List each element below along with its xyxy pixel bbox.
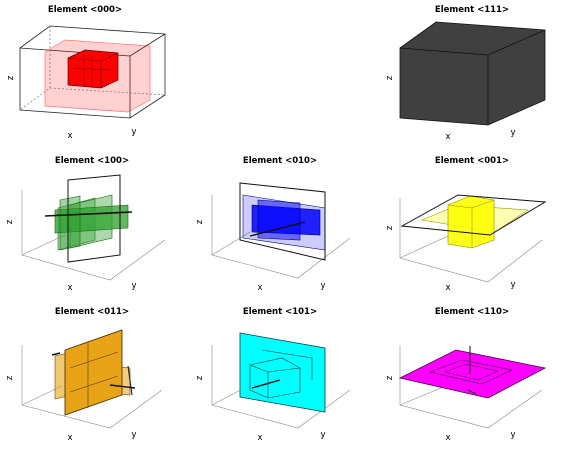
x-axis-label: x	[257, 283, 262, 293]
panel-title: Element <010>	[243, 156, 317, 166]
panel-title: Element <111>	[435, 5, 509, 15]
axes-frame	[399, 345, 543, 429]
x-axis-label: x	[257, 433, 262, 443]
panel-title: Element <001>	[435, 156, 509, 166]
panel-element-000: Element <000> z x y	[6, 5, 166, 141]
axes-frame	[399, 198, 543, 283]
panel-element-101: Element <101> z x y	[195, 307, 351, 443]
x-axis-label: x	[445, 283, 450, 293]
panel-element-111: Element <111> z x y	[385, 5, 546, 142]
cyan-cut-plane	[239, 332, 326, 413]
panel-title: Element <011>	[55, 307, 129, 317]
z-axis-label: z	[385, 375, 395, 380]
orange-cut-plane	[64, 329, 123, 416]
y-axis-label: y	[320, 281, 325, 291]
panel-title: Element <100>	[55, 156, 129, 166]
panel-element-001: Element <001> z x y	[385, 156, 547, 293]
green-plates	[54, 194, 129, 251]
cut-axis-lines	[51, 352, 136, 396]
yellow-plates	[420, 195, 529, 249]
z-axis-label: z	[385, 225, 395, 230]
panel-element-011: Element <011> z x y	[5, 307, 163, 443]
panel-element-010: Element <010> z x y	[195, 156, 351, 293]
solid-dark-cube	[399, 21, 546, 126]
x-axis-label: x	[67, 433, 72, 443]
inner-box-outline	[249, 349, 313, 399]
cut-plane-frame	[239, 182, 326, 261]
axes-frame	[211, 195, 351, 279]
panel-title: Element <101>	[243, 307, 317, 317]
cut-plane-frame	[400, 194, 547, 236]
y-axis-label: y	[131, 127, 136, 137]
x-axis-label: x	[445, 132, 450, 142]
z-axis-label: z	[5, 219, 15, 224]
magenta-cut-plane	[398, 349, 547, 399]
z-axis-label: z	[195, 375, 205, 380]
z-axis-label: z	[195, 219, 205, 224]
y-axis-label: y	[320, 430, 325, 440]
panel-title: Element <110>	[435, 307, 509, 317]
y-axis-label: y	[131, 430, 136, 440]
blue-plates	[242, 194, 326, 251]
z-axis-label: z	[5, 375, 15, 380]
bounding-box	[19, 25, 166, 119]
inner-red-cube	[67, 49, 119, 89]
x-axis-label: x	[67, 283, 72, 293]
panel-element-110: Element <110> z x y	[385, 307, 547, 443]
y-axis-label: y	[510, 280, 515, 290]
y-axis-label: y	[131, 281, 136, 291]
y-axis-label: y	[510, 128, 515, 138]
cut-axis-lines	[467, 346, 477, 395]
x-axis-label: x	[67, 131, 72, 141]
y-axis-label: y	[510, 430, 515, 440]
panel-element-100: Element <100> z x y	[5, 156, 166, 293]
cut-plane-frame	[44, 174, 133, 263]
x-axis-label: x	[445, 433, 450, 443]
z-axis-label: z	[6, 75, 16, 80]
panel-title: Element <000>	[48, 5, 122, 15]
z-axis-label: z	[385, 75, 395, 80]
